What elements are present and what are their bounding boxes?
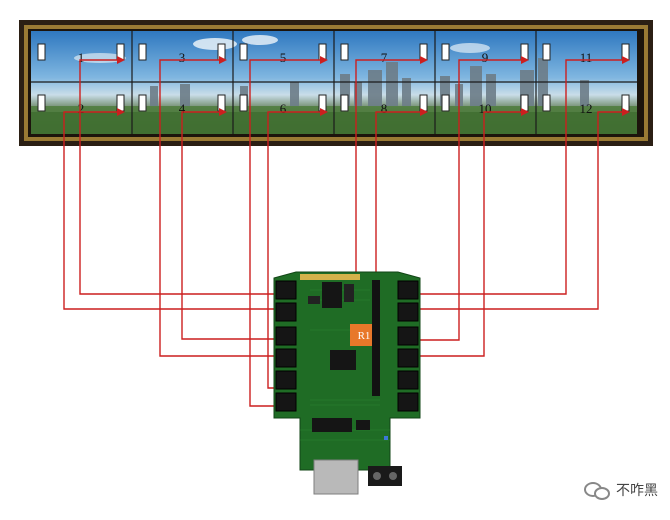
data-cable	[412, 56, 529, 341]
board-label-text: R1	[358, 330, 371, 342]
lower-ic-1	[312, 418, 352, 432]
memory-chip	[308, 296, 320, 304]
panel-input-port	[138, 43, 147, 61]
watermark: 不咋黑	[584, 480, 658, 500]
panel-input-port	[340, 94, 349, 112]
panel-output-port	[217, 94, 226, 112]
left-hub-connector	[275, 392, 297, 412]
watermark-text: 不咋黑	[616, 483, 658, 499]
controller-chip	[330, 350, 356, 370]
lower-ic-2	[356, 420, 370, 430]
left-hub-connector	[275, 326, 297, 346]
panel-input-port	[542, 43, 551, 61]
data-cable	[79, 56, 282, 295]
right-hub-connector	[397, 326, 419, 346]
data-cable	[412, 108, 630, 310]
panel-input-port	[340, 43, 349, 61]
center-connector-strip	[372, 280, 380, 396]
wechat-icon	[584, 481, 610, 500]
panel-number: 6	[280, 101, 287, 116]
panel-input-port	[441, 43, 450, 61]
right-hub-connector	[397, 370, 419, 390]
left-hub-connector	[275, 370, 297, 390]
left-hub-connector	[275, 280, 297, 300]
power-screw-1	[373, 472, 381, 480]
panel-number: 7	[381, 50, 388, 65]
panel-output-port	[116, 43, 125, 61]
panel-number: 12	[580, 101, 593, 116]
receiving-card: R1	[273, 271, 421, 495]
panel-2: 2	[37, 94, 125, 116]
panel-number: 3	[179, 50, 186, 65]
right-hub-connector	[397, 280, 419, 300]
data-cable	[412, 108, 529, 357]
main-chip	[322, 282, 342, 308]
power-terminal	[368, 466, 402, 486]
panel-output-port	[419, 94, 428, 112]
panel-output-port	[520, 43, 529, 61]
panel-number: 5	[280, 50, 287, 65]
data-cable	[412, 56, 630, 295]
status-led	[384, 436, 388, 440]
right-hub-connector	[397, 392, 419, 412]
panel-number: 2	[78, 101, 85, 116]
panel-11: 11	[542, 43, 630, 65]
panel-output-port	[116, 94, 125, 112]
panel-output-port	[318, 94, 327, 112]
panel-number: 10	[479, 101, 492, 116]
left-hub-connector	[275, 348, 297, 368]
panel-output-port	[621, 94, 630, 112]
panel-input-port	[239, 43, 248, 61]
panel-number: 1	[78, 50, 85, 65]
panel-number: 11	[580, 50, 593, 65]
data-cable	[181, 108, 282, 340]
panel-grid	[31, 31, 637, 134]
panel-output-port	[217, 43, 226, 61]
panel-8: 8	[340, 94, 428, 116]
ethernet-port	[313, 459, 359, 495]
panel-output-port	[520, 94, 529, 112]
right-hub-connector	[397, 348, 419, 368]
panel-output-port	[419, 43, 428, 61]
panel-input-port	[441, 94, 450, 112]
left-hub-connector	[275, 302, 297, 322]
panel-number: 9	[482, 50, 489, 65]
data-cable	[63, 108, 282, 310]
board-label-tag	[350, 324, 378, 346]
panel-number: 8	[381, 101, 388, 116]
panel-input-port	[37, 43, 46, 61]
panel-output-port	[621, 43, 630, 61]
data-cable	[159, 56, 282, 357]
panel-input-port	[138, 94, 147, 112]
power-screw-2	[389, 472, 397, 480]
pin-header-top	[300, 274, 360, 280]
fpga-chip	[344, 284, 354, 302]
panel-input-port	[37, 94, 46, 112]
data-cable	[249, 56, 328, 407]
panel-number: 4	[179, 101, 186, 116]
panel-12: 12	[542, 94, 630, 116]
panel-output-port	[318, 43, 327, 61]
panel-input-port	[239, 94, 248, 112]
panel-input-port	[542, 94, 551, 112]
right-hub-connector	[397, 302, 419, 322]
